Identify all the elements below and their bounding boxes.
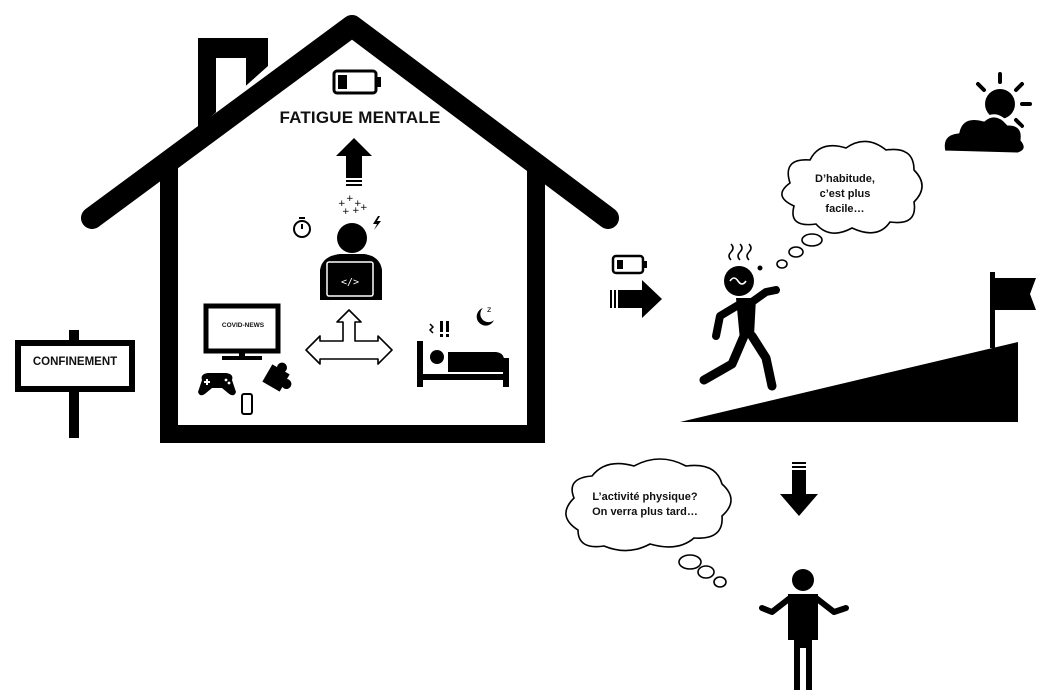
fatigue-mentale-title: FATIGUE MENTALE <box>270 108 450 128</box>
lightning-icon <box>373 216 381 230</box>
thought-cloud-idle <box>566 459 731 587</box>
moon-icon: z <box>477 305 494 326</box>
sparkles-icon: +++ +++ <box>338 194 368 217</box>
down-arrow-icon <box>780 462 818 516</box>
svg-text:+: + <box>346 194 354 204</box>
tired-runner-icon <box>704 244 776 386</box>
puzzle-icon <box>262 358 299 395</box>
flag-icon <box>990 272 1036 348</box>
stressed-coder-icon: </> <box>320 223 382 300</box>
up-arrow-icon <box>336 138 372 186</box>
svg-text:z: z <box>487 305 491 314</box>
small-low-battery-icon <box>613 256 647 273</box>
tv-screen-label: COVID-NEWS <box>210 322 276 329</box>
bidirectional-arrow-icon <box>306 310 392 364</box>
idle-thought-line: L’activité physique? <box>575 490 715 505</box>
idle-thought-text: L’activité physique? On verra plus tard… <box>575 490 715 520</box>
low-battery-icon <box>334 71 381 93</box>
idle-thought-line: On verra plus tard… <box>575 505 715 520</box>
runner-thought-line: D’habitude, <box>790 172 900 187</box>
bed-icon <box>417 321 509 387</box>
svg-text:</>: </> <box>341 277 359 288</box>
tv-icon <box>206 306 278 360</box>
idle-person-icon <box>762 569 846 690</box>
svg-text:+: + <box>352 206 360 216</box>
runner-thought-line: c’est plus <box>790 187 900 202</box>
stopwatch-icon <box>294 218 310 237</box>
right-arrow-icon <box>610 280 662 318</box>
confinement-sign-label: CONFINEMENT <box>20 356 130 368</box>
svg-text:+: + <box>342 207 350 217</box>
runner-thought-line: facile… <box>790 202 900 217</box>
slope-icon <box>680 342 1018 422</box>
signpost-icon <box>15 330 135 438</box>
gamepad-icon <box>198 373 236 395</box>
runner-thought-text: D’habitude, c’est plus facile… <box>790 172 900 217</box>
sun-cloud-icon <box>943 74 1030 154</box>
svg-text:+: + <box>360 203 368 213</box>
smartphone-icon <box>242 394 252 414</box>
